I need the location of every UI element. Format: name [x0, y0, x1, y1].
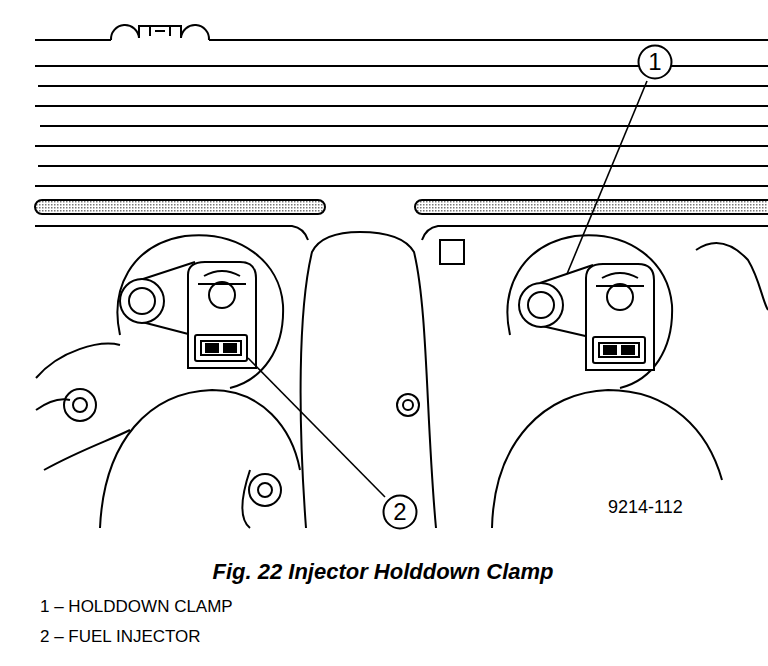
legend-entry: 1 – HOLDDOWN CLAMP: [40, 597, 233, 617]
callout-number: 2: [393, 500, 406, 524]
figure-caption: Fig. 22 Injector Holddown Clamp: [212, 559, 553, 584]
figure-number: 9214-112: [608, 497, 683, 518]
callout-circle: 2: [382, 494, 418, 530]
legend-entry: 2 – FUEL INJECTOR: [40, 627, 201, 647]
callout-circle: 1: [637, 44, 673, 80]
callout-number: 1: [648, 50, 661, 74]
